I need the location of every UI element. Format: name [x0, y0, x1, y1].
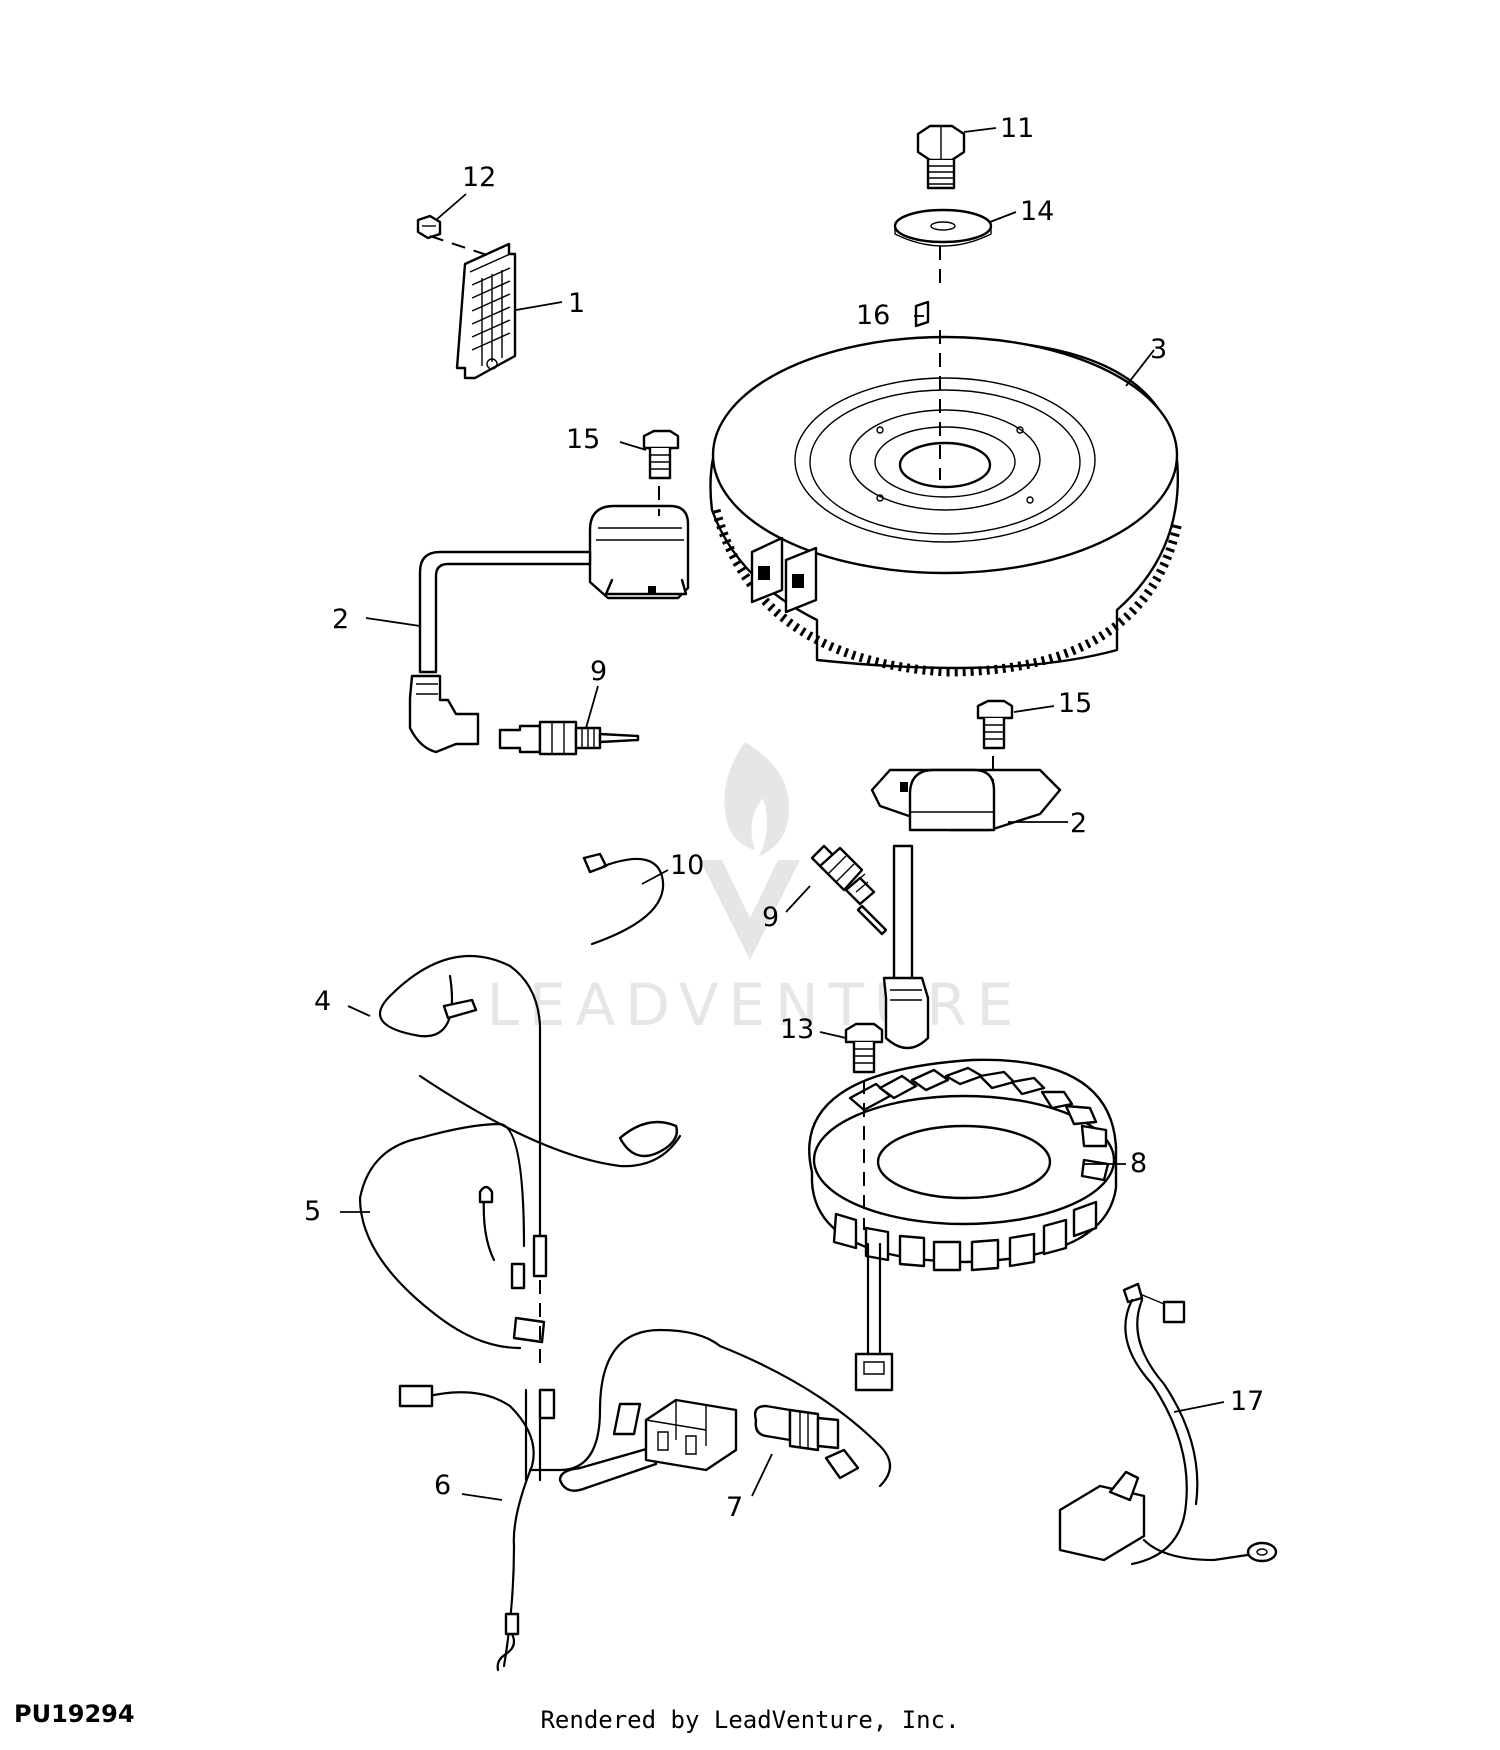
part-spark-plug-9-lower: [810, 844, 888, 936]
callout-7: 7: [726, 1492, 743, 1523]
part-key-16: [914, 300, 930, 328]
callout-11: 11: [1000, 113, 1034, 144]
part-harness-5: [358, 1122, 546, 1350]
callout-12: 12: [462, 162, 496, 193]
part-screw-15-upper: [642, 429, 680, 480]
callout-2-upper: 2: [332, 604, 349, 635]
callout-5: 5: [304, 1196, 321, 1227]
callout-10: 10: [670, 850, 704, 881]
part-stator-8: [808, 1058, 1118, 1392]
part-washer-14: [893, 208, 993, 247]
part-ignition-coil-2-lower: [870, 768, 1062, 1050]
stator-poles: [832, 1066, 1110, 1272]
callout-13: 13: [780, 1014, 814, 1045]
callout-1: 1: [568, 288, 585, 319]
callout-15-lower: 15: [1058, 688, 1092, 719]
part-nut-12: [416, 214, 442, 240]
part-screw-13: [844, 1022, 884, 1074]
callouts: 11 14 16 3 12 1 15 2 9 15 2 10 9 13 8 4 …: [304, 113, 1264, 1523]
callout-9-lower: 9: [762, 902, 779, 933]
leader-lines: [340, 127, 1225, 1501]
assembly-lines: [429, 235, 994, 1440]
part-ignition-coil-2-upper: [408, 504, 690, 754]
callout-15-upper: 15: [566, 424, 600, 455]
part-clip-10: [582, 852, 665, 946]
callout-8: 8: [1130, 1148, 1147, 1179]
part-harness-4: [379, 954, 682, 1278]
part-switch-7: [753, 1404, 840, 1452]
watermark-text: LEADVENTURE: [487, 971, 1024, 1039]
part-regulator-1: [455, 242, 517, 380]
callout-2-lower: 2: [1070, 808, 1087, 839]
callout-17: 17: [1230, 1386, 1264, 1417]
part-flywheel-3: [709, 335, 1183, 677]
callout-3: 3: [1150, 334, 1167, 365]
callout-9-upper: 9: [590, 656, 607, 687]
render-credit: Rendered by LeadVenture, Inc.: [540, 1706, 960, 1734]
part-bolt-11: [916, 124, 966, 190]
callout-16: 16: [856, 300, 890, 331]
part-spark-plug-9-upper: [498, 720, 640, 756]
part-screw-15-lower: [976, 699, 1014, 750]
part-harness-6: [398, 1328, 892, 1672]
callout-14: 14: [1020, 196, 1054, 227]
part-ground-wire-17: [1058, 1282, 1278, 1566]
figure-code: PU19294: [14, 1700, 135, 1728]
callout-4: 4: [314, 986, 331, 1017]
callout-6: 6: [434, 1470, 451, 1501]
